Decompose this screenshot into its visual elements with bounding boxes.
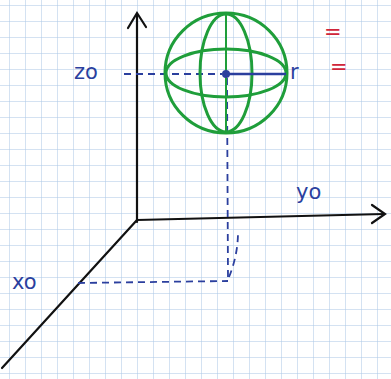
radius-line [226, 73, 286, 76]
center-dot [222, 70, 230, 78]
equals-sign: = [330, 57, 348, 78]
axis-value: yo [296, 182, 321, 203]
axis-value: xo [12, 272, 37, 293]
sphere [165, 13, 287, 133]
equals-sign: = [324, 22, 342, 43]
dashed-guides [78, 74, 238, 283]
axes [2, 13, 385, 368]
axis-value: zo [74, 62, 98, 83]
radius-label: r [290, 62, 299, 83]
